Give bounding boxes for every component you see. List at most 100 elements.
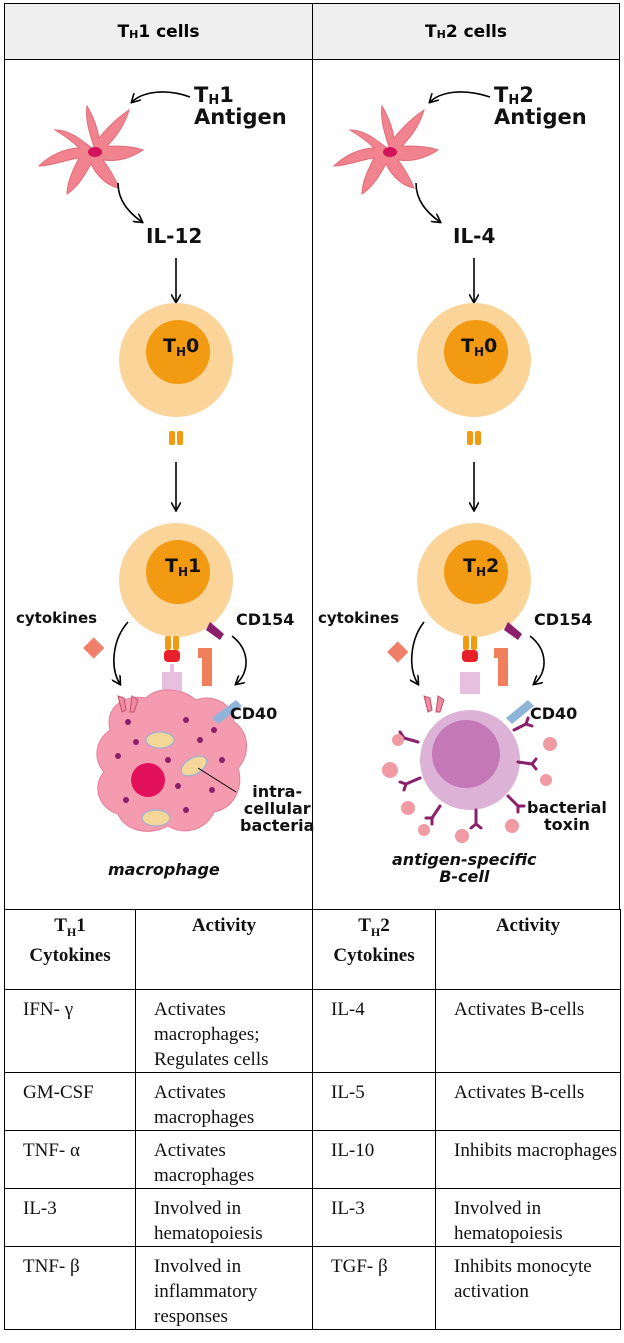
th1-cd154-label: CD154 [236, 610, 295, 629]
table-cell: IL-3 [4, 1188, 136, 1247]
th1-naive-cell [119, 303, 233, 445]
table-cell: IL-5 [312, 1072, 436, 1131]
th2-cd154-arrow [529, 635, 545, 684]
table-cell: Involved in hematopoiesis [435, 1188, 621, 1247]
il12-label: IL-12 [146, 224, 203, 248]
th1-antigen-arrow [132, 91, 191, 102]
th2-col-t: T [358, 915, 371, 936]
th2-antigen-presenting-cell [333, 105, 439, 195]
th2-col-sub: H [370, 924, 381, 939]
th1-naive-t: T [163, 335, 176, 357]
th2-cytokine-diamond [387, 641, 409, 663]
th1-col-num: 1 [76, 915, 86, 936]
th2-naive-sub: H [473, 345, 485, 359]
macrophage [96, 689, 247, 832]
th1-naive-num: 0 [186, 335, 200, 357]
table-cell: Activates macrophages [135, 1072, 313, 1131]
table-cell: Inhibits macrophages [435, 1130, 621, 1189]
table-cell: Activates B-cells [435, 989, 621, 1073]
intracellular-bacteria-label: intra- cellular bacteria [240, 782, 315, 835]
table-row: IFN- γ Activates macrophages; Regulates … [4, 989, 621, 1073]
th2-cd40-label: CD40 [530, 704, 578, 723]
th2-antigen-word: Antigen [494, 105, 587, 130]
table-cell: TNF- α [4, 1130, 136, 1189]
th1-antigen-word: Antigen [194, 105, 287, 130]
th2-antigen-t: T [494, 83, 509, 107]
th2-col-num: 2 [380, 915, 390, 936]
table-cell: GM-CSF [4, 1072, 136, 1131]
th2-naive-t: T [461, 335, 474, 357]
th2-effector-t: T [463, 555, 476, 577]
th1-effector-num: 1 [188, 555, 202, 577]
table-cell: Activates macrophages [135, 1130, 313, 1189]
th1-cytokines-arrow [114, 621, 129, 684]
header-th1-rest: 1 cells [138, 21, 200, 42]
table-cell: Inhibits monocyte activation [435, 1246, 621, 1330]
th1-antigen-label: TH1 Antigen [194, 84, 287, 128]
th1-col-t: T [54, 915, 67, 936]
th1-col-sub: H [66, 924, 77, 939]
th2-naive-num: 0 [484, 335, 498, 357]
th2-cytokines-label: cytokines [318, 609, 400, 627]
th2-col-word: Cytokines [333, 944, 415, 966]
th1-antigen-t: T [194, 83, 209, 107]
th1-cytokines-label: cytokines [16, 609, 98, 627]
th2-naive-cell [417, 303, 531, 445]
th1-cd154-arrow [231, 635, 247, 684]
header-th1-sub: H [129, 28, 139, 41]
th1-effector-cell [119, 523, 233, 694]
th2-effector-num: 2 [486, 555, 500, 577]
th2-cytokines-column-header: TH2 Cytokines [312, 909, 436, 990]
th1-col-word: Cytokines [29, 944, 111, 966]
th2-antigen-label: TH2 Antigen [494, 84, 587, 128]
header-th2-rest: 2 cells [445, 21, 507, 42]
table-cell: IL-3 [312, 1188, 436, 1247]
il4-label: IL-4 [453, 224, 496, 248]
th2-cd154-label: CD154 [534, 610, 593, 629]
table-row: TNF- β Involved in inflammatory response… [4, 1246, 621, 1330]
table-cell: TGF- β [312, 1246, 436, 1330]
header-th1-main: T [117, 21, 130, 42]
th2-cytokines-arrow [412, 621, 425, 684]
th2-antigen-num: 2 [519, 83, 534, 107]
table-cell: Involved in hematopoiesis [135, 1188, 313, 1247]
header-th2-main: T [425, 21, 437, 42]
table-cell: TNF- β [4, 1246, 136, 1330]
macrophage-label: macrophage [108, 860, 220, 879]
th2-antigen-arrow [430, 91, 491, 102]
antigen-specific-bcell-label: antigen-specific B-cell [392, 850, 537, 886]
th1-cytokines-column-header: TH1 Cytokines [4, 909, 136, 990]
th1-effector-sub: H [177, 565, 189, 579]
th2-activity-column-header: Activity [435, 909, 621, 990]
th1-cd40-label: CD40 [230, 704, 278, 723]
cytokine-activity-table: TH1 Cytokines Activity TH2 Cytokines Act… [4, 909, 621, 1330]
th1-naive-sub: H [175, 345, 187, 359]
th1-naive-label: TH0 [163, 335, 200, 359]
th1-cytokine-diamond [83, 637, 105, 659]
th2-effector-label: TH2 [463, 555, 500, 579]
table-cell: IL-4 [312, 989, 436, 1073]
table-cell: IFN- γ [4, 989, 136, 1073]
table-cell: Involved in inflammatory responses [135, 1246, 313, 1330]
table-row: TNF- α Activates macrophages IL-10 Inhib… [4, 1130, 621, 1189]
th2-effector-sub: H [475, 565, 487, 579]
table-cell: IL-10 [312, 1130, 436, 1189]
th1-antigen-num: 1 [219, 83, 234, 107]
table-row: IL-3 Involved in hematopoiesis IL-3 Invo… [4, 1188, 621, 1247]
table-row: GM-CSF Activates macrophages IL-5 Activa… [4, 1072, 621, 1131]
th2-to-il4-arrow [415, 182, 440, 222]
header-th2-sub: H [436, 28, 446, 41]
th1-effector-label: TH1 [165, 555, 202, 579]
table-cell: Activates macrophages; Regulates cells [135, 989, 313, 1073]
b-cell [382, 695, 557, 843]
th1-antigen-sub: H [208, 93, 220, 108]
table-header-row: TH1 Cytokines Activity TH2 Cytokines Act… [4, 909, 621, 990]
bacterial-toxins [382, 734, 557, 843]
th2-antigen-sub: H [508, 93, 520, 108]
pathway-diagram [38, 91, 557, 843]
th1-effector-t: T [165, 555, 178, 577]
th1-activity-column-header: Activity [135, 909, 313, 990]
th2-effector-cell [417, 523, 531, 694]
